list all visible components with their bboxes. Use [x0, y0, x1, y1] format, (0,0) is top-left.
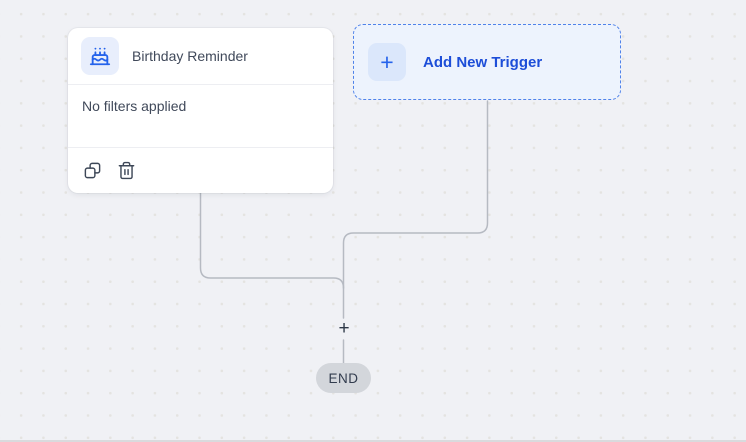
add-step-button[interactable]: +: [334, 319, 354, 339]
trigger-card-footer: [68, 148, 333, 192]
copy-icon: [83, 161, 102, 180]
birthday-cake-icon: [81, 37, 119, 75]
add-new-trigger-button[interactable]: + Add New Trigger: [353, 24, 621, 100]
trigger-filters-text: No filters applied: [68, 85, 333, 148]
connector-addtrigger-to-plus: [342, 100, 489, 319]
copy-trigger-button[interactable]: [83, 161, 102, 180]
connector-birthday-to-join: [199, 192, 345, 289]
trash-icon: [117, 161, 136, 180]
delete-trigger-button[interactable]: [117, 161, 136, 180]
end-node: END: [316, 363, 371, 393]
plus-icon: +: [368, 43, 406, 81]
window-bottom-edge: [0, 440, 746, 442]
trigger-card-header: Birthday Reminder: [68, 28, 333, 85]
trigger-title: Birthday Reminder: [132, 48, 248, 64]
trigger-node-card[interactable]: Birthday Reminder No filters applied: [68, 28, 333, 193]
add-new-trigger-label: Add New Trigger: [423, 53, 543, 71]
